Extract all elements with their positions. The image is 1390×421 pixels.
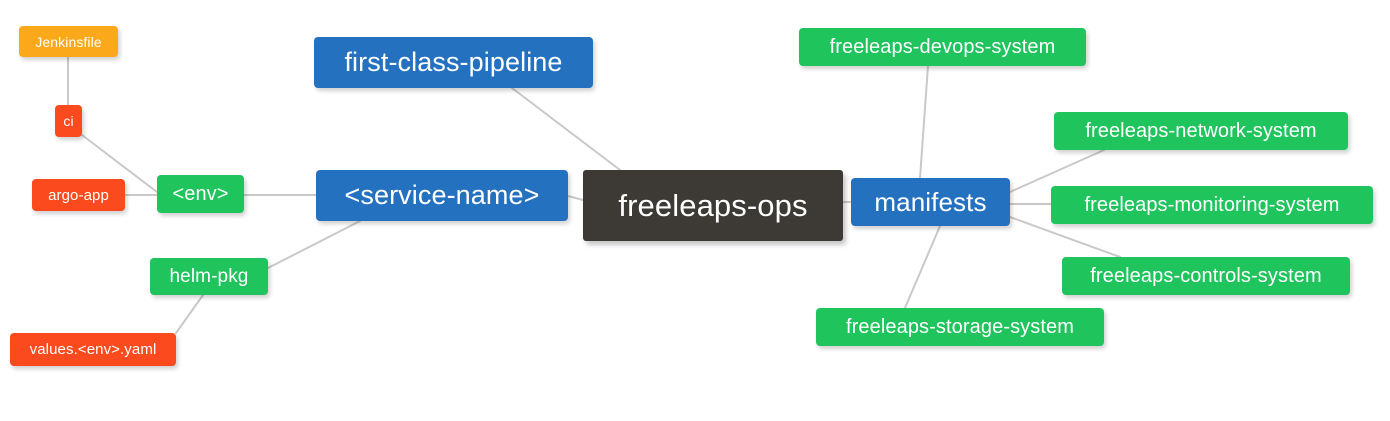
node-manifests[interactable]: manifests — [851, 178, 1010, 226]
node-label: freeleaps-ops — [618, 188, 808, 223]
node-label: <service-name> — [344, 180, 540, 210]
node-ci[interactable]: ci — [55, 105, 82, 137]
edge-manifests-to-freeleaps-storage-system — [904, 225, 941, 309]
node-label: helm-pkg — [169, 266, 249, 287]
node-label: ci — [63, 113, 74, 129]
node-freeleaps-devops-system[interactable]: freeleaps-devops-system — [799, 28, 1086, 66]
node-argo-app[interactable]: argo-app — [32, 179, 125, 211]
node-label: manifests — [874, 187, 987, 217]
node-env[interactable]: <env> — [157, 175, 244, 213]
node-jenkinsfile[interactable]: Jenkinsfile — [19, 26, 118, 57]
node-label: values.<env>.yaml — [29, 341, 157, 358]
edge-service-name-to-freeleaps-ops — [567, 195, 584, 201]
node-freeleaps-storage-system[interactable]: freeleaps-storage-system — [816, 308, 1104, 346]
node-label: freeleaps-devops-system — [829, 36, 1056, 58]
edge-first-class-pipeline-to-freeleaps-ops — [511, 87, 621, 171]
node-label: freeleaps-storage-system — [845, 316, 1075, 338]
node-first-class-pipeline[interactable]: first-class-pipeline — [314, 37, 593, 88]
node-label: freeleaps-monitoring-system — [1084, 194, 1340, 216]
node-freeleaps-ops[interactable]: freeleaps-ops — [583, 170, 843, 241]
node-values-yaml[interactable]: values.<env>.yaml — [10, 333, 176, 366]
node-freeleaps-monitoring-system[interactable]: freeleaps-monitoring-system — [1051, 186, 1373, 224]
node-label: argo-app — [48, 186, 109, 204]
node-label: Jenkinsfile — [35, 33, 102, 50]
edge-helm-pkg-to-service-name — [267, 220, 361, 269]
node-freeleaps-network-system[interactable]: freeleaps-network-system — [1054, 112, 1348, 150]
node-service-name[interactable]: <service-name> — [316, 170, 568, 221]
node-label: freeleaps-controls-system — [1090, 265, 1322, 287]
edge-manifests-to-freeleaps-devops-system — [919, 65, 929, 179]
node-helm-pkg[interactable]: helm-pkg — [150, 258, 268, 295]
node-label: <env> — [172, 183, 229, 205]
node-label: freeleaps-network-system — [1085, 120, 1317, 142]
edge-values-yaml-to-helm-pkg — [175, 294, 204, 334]
node-label: first-class-pipeline — [344, 47, 563, 77]
node-freeleaps-controls-system[interactable]: freeleaps-controls-system — [1062, 257, 1350, 295]
